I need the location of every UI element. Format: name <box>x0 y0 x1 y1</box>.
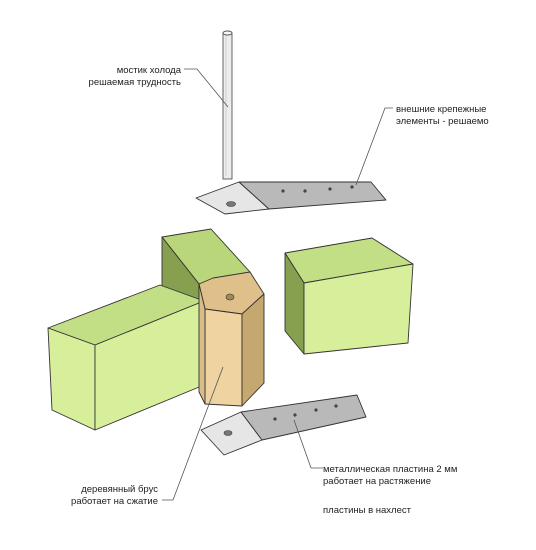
steel-rod <box>222 30 233 180</box>
plate-hole <box>303 189 307 193</box>
plate-hole <box>334 404 338 408</box>
fasteners-label-line2: элементы - решаемо <box>396 116 489 127</box>
plate-hole <box>293 413 297 417</box>
plate-hole <box>328 187 332 191</box>
horizontal-green-beam <box>47 284 205 431</box>
beam-label-line1: деревянный брус <box>81 484 158 495</box>
wooden-beam <box>198 271 265 407</box>
fasteners-label-line1: внешние крепежные <box>396 104 486 115</box>
beam-label-line2: работает на сжатие <box>71 496 158 507</box>
plate-hole <box>314 408 318 412</box>
plate-hole <box>223 430 233 436</box>
overlap-label: пластины в нахлест <box>323 505 412 516</box>
upper-metal-plate <box>195 181 387 215</box>
plate-hole <box>226 201 236 207</box>
beam-hole <box>225 293 235 301</box>
plate-label-line2: работает на растяжение <box>323 476 431 487</box>
plate-hole <box>273 417 277 421</box>
plate-label-line1: металлическая пластина 2 мм <box>323 464 457 475</box>
right-green-block <box>284 237 414 355</box>
cold-bridge-label-line2: решаемая трудность <box>89 77 181 88</box>
plate-hole <box>281 189 285 193</box>
cold-bridge-label-line1: мостик холода <box>117 65 182 76</box>
plate-hole <box>350 185 354 189</box>
lower-metal-plate <box>200 394 367 456</box>
leader-lines <box>162 68 393 501</box>
